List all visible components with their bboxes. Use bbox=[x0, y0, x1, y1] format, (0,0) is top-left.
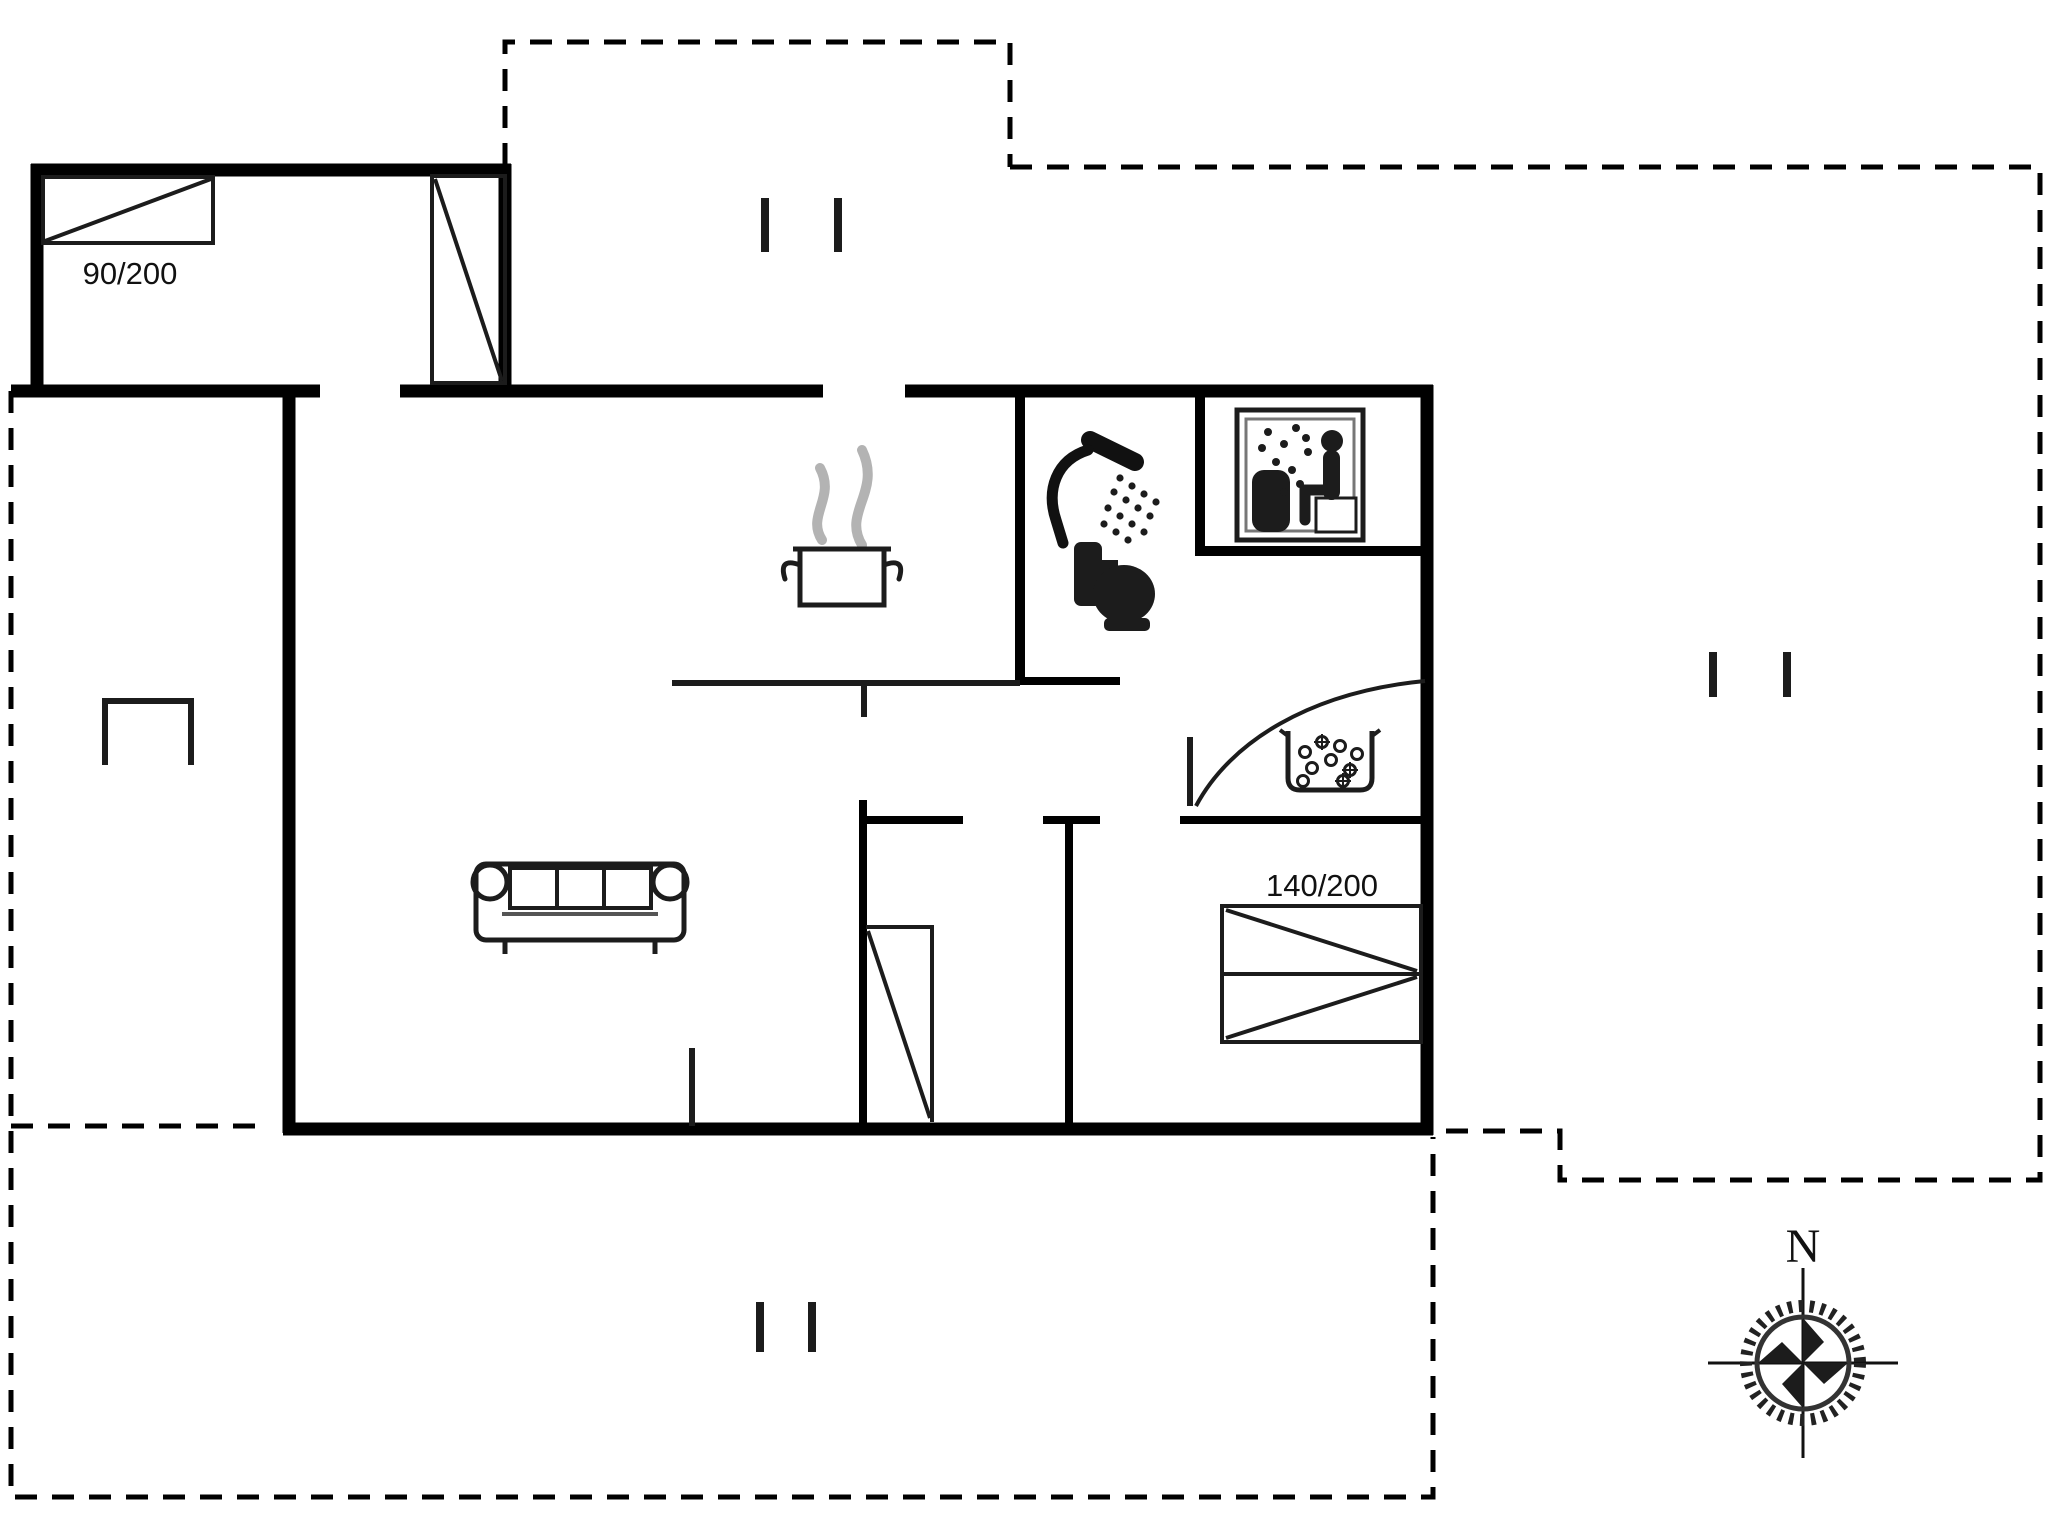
toilet-icon bbox=[1074, 542, 1155, 631]
terrace-table-icon bbox=[102, 698, 194, 765]
single-bed-icon bbox=[41, 175, 215, 245]
compass-rose-icon: N bbox=[1708, 1220, 1898, 1458]
compass-north-label: N bbox=[1786, 1220, 1821, 1273]
terrace-east-outline bbox=[1010, 164, 2043, 1183]
shower-icon bbox=[1046, 431, 1160, 549]
steam-icon bbox=[812, 445, 873, 550]
stove-pot-icon bbox=[780, 546, 904, 608]
double-bed-label: 140/200 bbox=[1266, 868, 1378, 903]
terrace-top-outline bbox=[502, 39, 1013, 167]
exterior-walls bbox=[11, 163, 1434, 1136]
washing-machine-icon bbox=[1278, 728, 1382, 793]
door-swing-arc bbox=[1194, 679, 1426, 807]
double-bed-icon bbox=[1220, 904, 1423, 1044]
wardrobe-icon bbox=[866, 925, 934, 1122]
wardrobe-icon bbox=[430, 174, 507, 385]
single-bed-label: 90/200 bbox=[83, 256, 178, 291]
sauna-icon bbox=[1234, 407, 1366, 543]
terrace-west-south-outline bbox=[8, 391, 1436, 1500]
sofa-icon bbox=[470, 861, 690, 954]
interior-walls bbox=[672, 391, 1427, 1129]
terrace-outlines bbox=[8, 39, 2043, 1500]
window-markers bbox=[756, 198, 1791, 1352]
